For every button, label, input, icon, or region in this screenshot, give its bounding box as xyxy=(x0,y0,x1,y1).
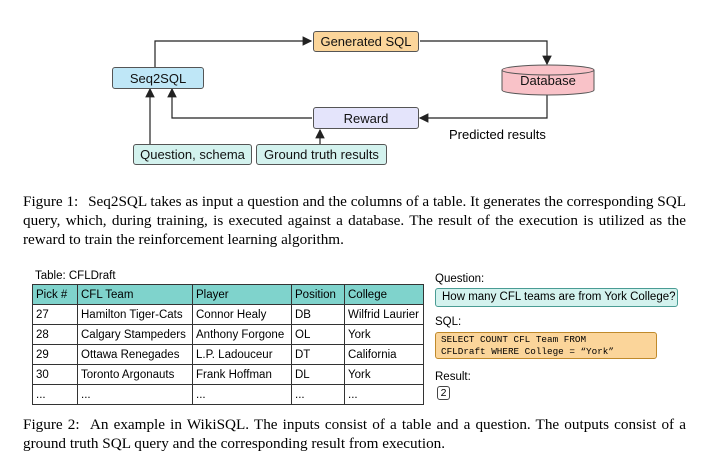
table-cell: ... xyxy=(32,384,78,405)
table-row: 30 Toronto Argonauts Frank Hoffman DL Yo… xyxy=(32,364,424,385)
table-cell: Anthony Forgone xyxy=(192,324,292,345)
table-cell: DT xyxy=(291,344,345,365)
figure1-caption-text: Seq2SQL takes as input a question and th… xyxy=(23,193,686,248)
question-box: How many CFL teams are from York College… xyxy=(435,288,678,307)
table-row: 29 Ottawa Renegades L.P. Ladouceur DT Ca… xyxy=(32,344,424,365)
figure2-caption: Figure 2: An example in WikiSQL. The inp… xyxy=(23,415,686,453)
sql-line-2: CFLDraft WHERE College = “York” xyxy=(441,346,614,357)
database-node: Database xyxy=(500,64,596,96)
table-cell: DB xyxy=(291,304,345,325)
figure2-caption-text: An example in WikiSQL. The inputs consis… xyxy=(23,416,686,452)
table-cell: Connor Healy xyxy=(192,304,292,325)
result-value: 2 xyxy=(440,387,447,399)
table-cell: York xyxy=(344,364,424,385)
figure1-caption: Figure 1: Seq2SQL takes as input a quest… xyxy=(23,192,686,249)
table-header-row: Pick # CFL Team Player Position College xyxy=(32,284,424,305)
seq2sql-label: Seq2SQL xyxy=(129,70,187,86)
ground-truth-node: Ground truth results xyxy=(256,144,387,165)
figure2-caption-label: Figure 2: xyxy=(23,416,80,433)
reward-node: Reward xyxy=(313,107,419,129)
column-header: CFL Team xyxy=(77,284,193,305)
table-cell: ... xyxy=(77,384,193,405)
database-cylinder-icon xyxy=(501,64,595,96)
ground-truth-label: Ground truth results xyxy=(264,147,379,162)
result-label: Result: xyxy=(435,371,471,383)
table-cell: Frank Hoffman xyxy=(192,364,292,385)
table-title: Table: CFLDraft xyxy=(35,270,116,282)
table-row: ... ... ... ... ... xyxy=(32,384,424,405)
seq2sql-node: Seq2SQL xyxy=(112,67,204,89)
generated-sql-label: Generated SQL xyxy=(320,34,412,49)
table-cell: Ottawa Renegades xyxy=(77,344,193,365)
table-cell: Hamilton Tiger-Cats xyxy=(77,304,193,325)
cfldraft-table: Pick # CFL Team Player Position College … xyxy=(32,284,424,405)
predicted-results-label: Predicted results xyxy=(449,127,546,142)
figure1-arrows xyxy=(145,36,552,144)
table-cell: ... xyxy=(344,384,424,405)
question-schema-label: Question, schema xyxy=(140,147,245,162)
table-cell: 28 xyxy=(32,324,78,345)
table-cell: DL xyxy=(291,364,345,385)
column-header: College xyxy=(344,284,424,305)
table-cell: Calgary Stampeders xyxy=(77,324,193,345)
table-cell: ... xyxy=(192,384,292,405)
generated-sql-node: Generated SQL xyxy=(313,31,419,52)
column-header: Pick # xyxy=(32,284,78,305)
database-label: Database xyxy=(520,73,576,88)
sql-line-1: SELECT COUNT CFL Team FROM xyxy=(441,334,587,345)
question-text: How many CFL teams are from York College… xyxy=(442,291,676,303)
table-row: 27 Hamilton Tiger-Cats Connor Healy DB W… xyxy=(32,304,424,325)
table-cell: 27 xyxy=(32,304,78,325)
reward-label: Reward xyxy=(343,110,389,126)
table-cell: York xyxy=(344,324,424,345)
table-cell: L.P. Ladouceur xyxy=(192,344,292,365)
question-label: Question: xyxy=(435,273,485,285)
question-schema-node: Question, schema xyxy=(133,144,252,165)
sql-label: SQL: xyxy=(435,316,462,328)
figure1-caption-label: Figure 1: xyxy=(23,193,79,210)
table-cell: OL xyxy=(291,324,345,345)
table-cell: Toronto Argonauts xyxy=(77,364,193,385)
table-cell: ... xyxy=(291,384,345,405)
table-row: 28 Calgary Stampeders Anthony Forgone OL… xyxy=(32,324,424,345)
table-cell: Wilfrid Laurier xyxy=(344,304,424,325)
result-box: 2 xyxy=(437,386,450,400)
column-header: Position xyxy=(291,284,345,305)
table-cell: 29 xyxy=(32,344,78,365)
table-cell: 30 xyxy=(32,364,78,385)
column-header: Player xyxy=(192,284,292,305)
table-cell: California xyxy=(344,344,424,365)
